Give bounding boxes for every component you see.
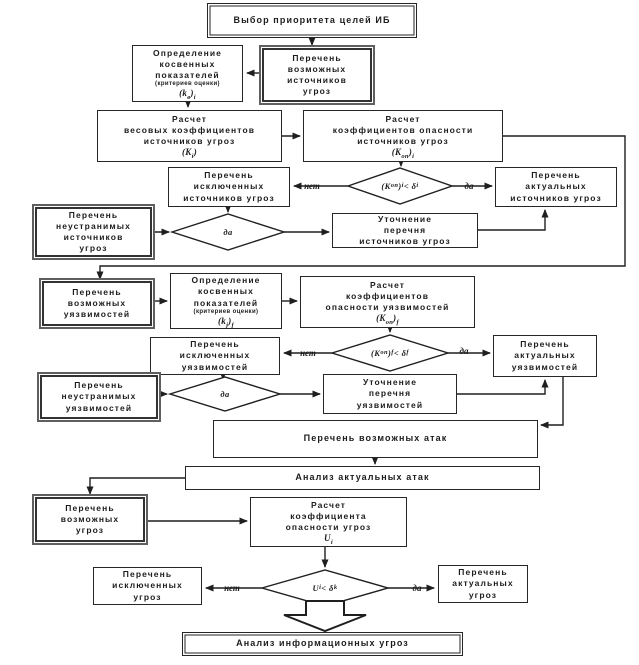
node-start: Выбор приоритета целей ИБ (207, 3, 417, 38)
branch-no-d1: нет (304, 180, 320, 191)
decision-d2-diamond (169, 213, 287, 251)
connector-danger-to-vuln-list (96, 135, 626, 280)
decision-d5-diamond (259, 569, 391, 607)
arrow-refine-to-actual (478, 209, 549, 231)
node-vuln-list: Перечень возможных уязвимостей (42, 281, 152, 326)
branch-no-d5: нет (224, 582, 240, 593)
decision-d3-diamond (329, 334, 451, 372)
node-threats-list: Перечень возможных угроз (35, 497, 145, 542)
node-attacks-list: Перечень возможных атак (213, 420, 538, 458)
node-threat-danger: Расчет коэффициента опасности угроз Ui (250, 497, 407, 547)
node-attacks-analysis: Анализ актуальных атак (185, 466, 540, 490)
node-src-actual: Перечень актуальных источников угроз (495, 167, 617, 207)
node-threats-actual: Перечень актуальных угроз (438, 565, 528, 603)
node-vuln-irremovable: Перечень неустранимых уязвимостей (40, 375, 158, 419)
branch-yes-d3: да (459, 345, 469, 356)
connector-vuln-actual-to-attacks (540, 377, 564, 429)
branch-yes-d5: да (412, 582, 422, 593)
branch-no-d3: нет (300, 347, 316, 358)
node-vuln-refine: Уточнение перечня уязвимостей (323, 374, 457, 414)
node-vuln-excluded: Перечень исключенных уязвимостей (150, 337, 280, 375)
node-src-weight: Расчет весовых коэффициентов источников … (97, 110, 282, 162)
node-final: Анализ информационных угроз (182, 632, 463, 656)
decision-d1-diamond (345, 167, 455, 205)
node-src-danger: Расчет коэффициентов опасности источнико… (303, 110, 503, 162)
node-vuln-danger: Расчет коэффициентов опасности уязвимост… (300, 276, 475, 328)
node-vuln-indicators: Определение косвенных показателей (крите… (170, 273, 282, 329)
block-arrow-down (283, 600, 367, 633)
node-vuln-actual: Перечень актуальных уязвимостей (493, 335, 597, 377)
node-src-list: Перечень возможных источников угроз (262, 48, 372, 102)
decision-d4-label: да (220, 389, 230, 399)
node-threats-excluded: Перечень исключенных угроз (93, 567, 202, 605)
connector-analysis-to-threats-list (86, 477, 185, 495)
node-src-irremovable: Перечень неустранимых источников угроз (35, 207, 152, 257)
arrow-vuln-refine-to-actual (457, 379, 549, 395)
decision-d2-label: да (223, 227, 233, 237)
decision-d4-diamond (167, 376, 283, 412)
node-src-refine: Уточнение перечня источников угроз (332, 213, 478, 248)
node-src-indicators: Определение косвенных показателей (крите… (132, 45, 243, 102)
node-src-excluded: Перечень исключенных источников угроз (168, 167, 290, 207)
branch-yes-d1: да (464, 180, 474, 191)
